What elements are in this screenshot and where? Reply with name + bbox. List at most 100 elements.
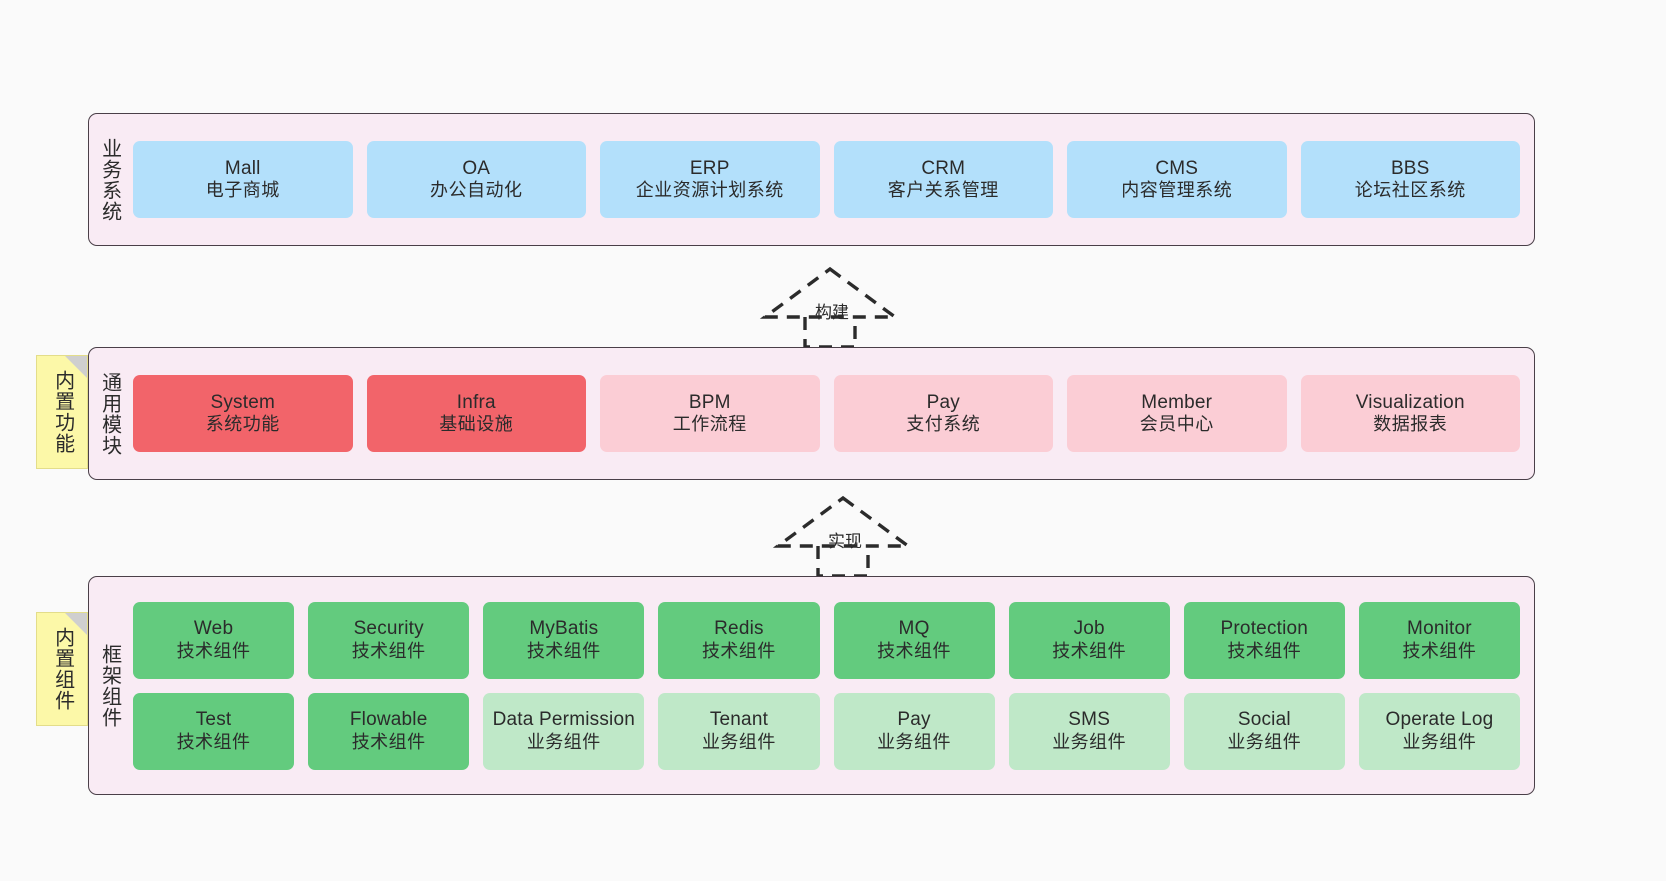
component-tenant-cn: 业务组件 <box>701 731 776 752</box>
component-operate-log-en: Operate Log <box>1385 709 1494 731</box>
module-erp[interactable]: ERP 企业资源计划系统 <box>600 141 820 218</box>
business-row: Mall 电子商城 OA 办公自动化 ERP 企业资源计划系统 CRM 客户关系… <box>133 141 1520 218</box>
module-oa-en: OA <box>462 157 491 179</box>
component-web[interactable]: Web 技术组件 <box>133 601 295 679</box>
module-oa[interactable]: OA 办公自动化 <box>366 141 586 218</box>
module-bbs-en: BBS <box>1390 157 1430 179</box>
component-data-permission[interactable]: Data Permission 业务组件 <box>483 692 645 770</box>
sticky-fold-corner-icon <box>65 356 87 378</box>
component-monitor[interactable]: Monitor 技术组件 <box>1358 601 1520 679</box>
component-flowable[interactable]: Flowable 技术组件 <box>308 692 470 770</box>
module-system-en: System <box>210 391 276 413</box>
module-bbs[interactable]: BBS 论坛社区系统 <box>1300 141 1520 218</box>
layer-business-caption: 业务系统 <box>98 137 121 222</box>
module-infra-cn: 基础设施 <box>439 414 514 435</box>
component-mybatis-en: MyBatis <box>529 618 599 640</box>
layer-modules-body: System 系统功能 Infra 基础设施 BPM 工作流程 Pay 支付系统… <box>129 348 1534 479</box>
component-tenant-en: Tenant <box>709 709 769 731</box>
component-mybatis[interactable]: MyBatis 技术组件 <box>483 601 645 679</box>
modules-row: System 系统功能 Infra 基础设施 BPM 工作流程 Pay 支付系统… <box>133 375 1520 452</box>
component-protection[interactable]: Protection 技术组件 <box>1183 601 1345 679</box>
module-infra-en: Infra <box>456 391 496 413</box>
module-cms[interactable]: CMS 内容管理系统 <box>1067 141 1287 218</box>
connector-implement: 实现 <box>768 492 918 580</box>
component-protection-en: Protection <box>1220 618 1309 640</box>
module-bpm-en: BPM <box>688 391 731 413</box>
module-visualization-cn: 数据报表 <box>1373 414 1448 435</box>
module-visualization[interactable]: Visualization 数据报表 <box>1300 375 1520 452</box>
module-crm[interactable]: CRM 客户关系管理 <box>833 141 1053 218</box>
component-job-cn: 技术组件 <box>1052 640 1127 661</box>
component-pay-cn: 业务组件 <box>877 731 952 752</box>
module-crm-en: CRM <box>921 157 966 179</box>
layer-framework-caption: 框架组件 <box>98 643 121 728</box>
component-data-permission-cn: 业务组件 <box>526 731 601 752</box>
component-operate-log-cn: 业务组件 <box>1402 731 1477 752</box>
module-pay-en: Pay <box>926 391 960 413</box>
component-sms-cn: 业务组件 <box>1052 731 1127 752</box>
component-mq-en: MQ <box>898 618 930 640</box>
component-operate-log[interactable]: Operate Log 业务组件 <box>1358 692 1520 770</box>
component-monitor-en: Monitor <box>1407 618 1472 640</box>
component-tenant[interactable]: Tenant 业务组件 <box>658 692 820 770</box>
module-system[interactable]: System 系统功能 <box>133 375 353 452</box>
module-bbs-cn: 论坛社区系统 <box>1354 180 1466 201</box>
module-system-cn: 系统功能 <box>205 414 280 435</box>
sticky-note-builtin-components-label: 内置组件 <box>51 627 74 711</box>
component-security-cn: 技术组件 <box>351 640 426 661</box>
layer-framework-body: Web 技术组件 Security 技术组件 MyBatis 技术组件 Redi… <box>129 577 1534 794</box>
component-mq[interactable]: MQ 技术组件 <box>833 601 995 679</box>
component-redis[interactable]: Redis 技术组件 <box>658 601 820 679</box>
component-sms[interactable]: SMS 业务组件 <box>1008 692 1170 770</box>
module-bpm[interactable]: BPM 工作流程 <box>600 375 820 452</box>
component-social[interactable]: Social 业务组件 <box>1183 692 1345 770</box>
connector-implement-label: 实现 <box>828 532 862 551</box>
component-test-en: Test <box>195 709 232 731</box>
module-cms-cn: 内容管理系统 <box>1121 180 1233 201</box>
module-member-en: Member <box>1141 391 1213 413</box>
module-cms-en: CMS <box>1155 157 1199 179</box>
component-web-cn: 技术组件 <box>176 640 251 661</box>
sticky-note-builtin-features: 内置功能 <box>36 355 88 469</box>
module-pay-cn: 支付系统 <box>906 414 981 435</box>
component-sms-en: SMS <box>1068 709 1111 731</box>
component-test-cn: 技术组件 <box>176 731 251 752</box>
module-mall-cn: 电子商城 <box>205 180 280 201</box>
module-mall[interactable]: Mall 电子商城 <box>133 141 353 218</box>
component-redis-cn: 技术组件 <box>701 640 776 661</box>
connector-build: 构建 <box>755 263 905 351</box>
module-erp-en: ERP <box>689 157 730 179</box>
component-web-en: Web <box>193 618 234 640</box>
module-bpm-cn: 工作流程 <box>672 414 747 435</box>
framework-tech-row: Web 技术组件 Security 技术组件 MyBatis 技术组件 Redi… <box>133 601 1520 679</box>
component-protection-cn: 技术组件 <box>1227 640 1302 661</box>
component-data-permission-en: Data Permission <box>492 709 635 731</box>
module-crm-cn: 客户关系管理 <box>887 180 999 201</box>
component-social-cn: 业务组件 <box>1227 731 1302 752</box>
module-infra[interactable]: Infra 基础设施 <box>366 375 586 452</box>
component-job-en: Job <box>1073 618 1105 640</box>
component-mq-cn: 技术组件 <box>877 640 952 661</box>
module-erp-cn: 企业资源计划系统 <box>635 180 784 201</box>
component-flowable-en: Flowable <box>349 709 428 731</box>
sticky-note-builtin-features-label: 内置功能 <box>51 370 74 454</box>
sticky-note-builtin-components: 内置组件 <box>36 612 88 726</box>
module-member[interactable]: Member 会员中心 <box>1067 375 1287 452</box>
component-redis-en: Redis <box>714 618 764 640</box>
module-member-cn: 会员中心 <box>1139 414 1214 435</box>
sticky-fold-corner-icon <box>65 613 87 635</box>
layer-modules-caption: 通用模块 <box>98 371 121 456</box>
module-pay[interactable]: Pay 支付系统 <box>833 375 1053 452</box>
component-mybatis-cn: 技术组件 <box>526 640 601 661</box>
layer-business-body: Mall 电子商城 OA 办公自动化 ERP 企业资源计划系统 CRM 客户关系… <box>129 114 1534 245</box>
component-security-en: Security <box>353 618 424 640</box>
component-job[interactable]: Job 技术组件 <box>1008 601 1170 679</box>
component-social-en: Social <box>1237 709 1291 731</box>
component-security[interactable]: Security 技术组件 <box>308 601 470 679</box>
framework-business-row: Test 技术组件 Flowable 技术组件 Data Permission … <box>133 692 1520 770</box>
component-pay[interactable]: Pay 业务组件 <box>833 692 995 770</box>
component-test[interactable]: Test 技术组件 <box>133 692 295 770</box>
layer-business-systems: 业务系统 Mall 电子商城 OA 办公自动化 ERP 企业资源计划系统 CRM… <box>88 113 1535 246</box>
component-flowable-cn: 技术组件 <box>351 731 426 752</box>
